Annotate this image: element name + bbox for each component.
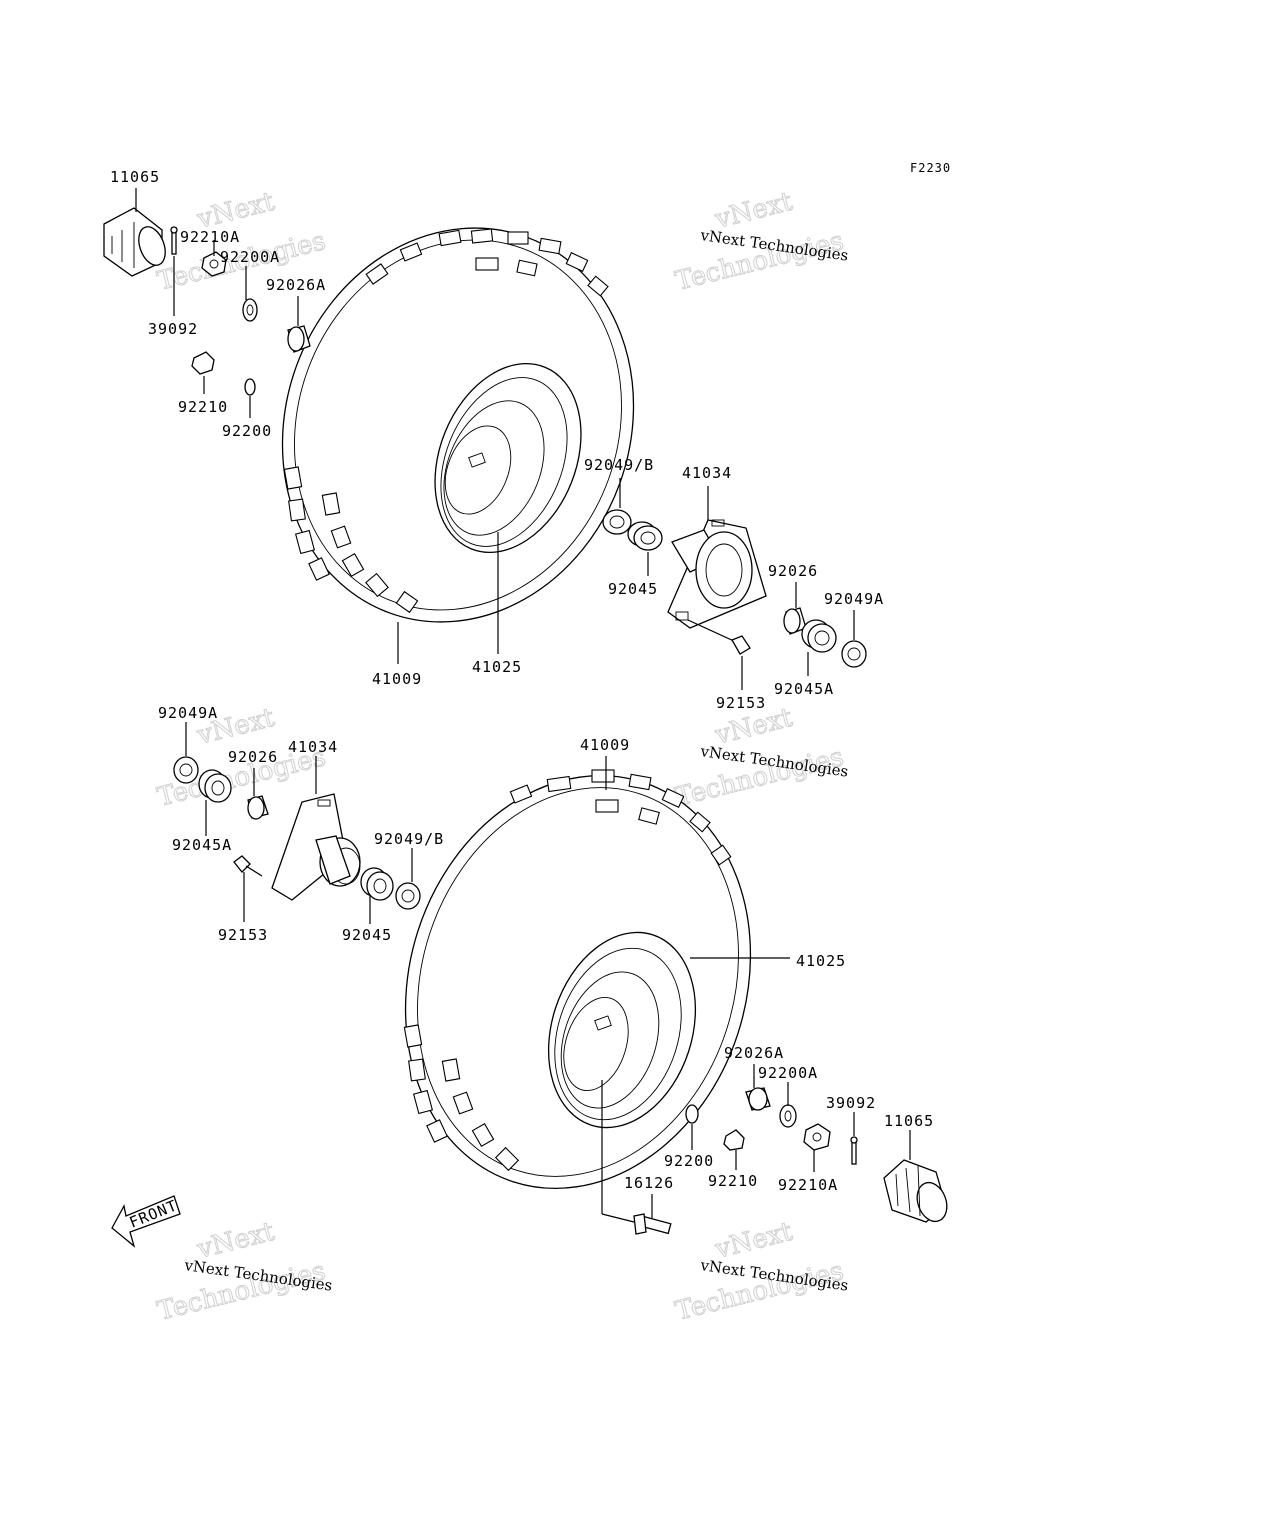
label-92045A-bottom: 92045A	[172, 836, 232, 854]
label-92210-bottom: 92210	[708, 1172, 758, 1190]
top-washer-92200	[244, 378, 256, 396]
top-washer-92200A	[242, 298, 258, 322]
top-castle-nut-92210A	[201, 251, 227, 277]
label-92210A-bottom: 92210A	[778, 1176, 838, 1194]
watermark-mid-right: vNext Technologies vNext Technologies	[672, 702, 850, 813]
part-labels: 11065 92210A 92200A 92026A 39092 92210 9…	[110, 168, 934, 1194]
bottom-bearing-92045	[360, 867, 394, 901]
top-oil-seal-92049B	[602, 509, 632, 535]
bottom-washer-92200A	[779, 1104, 797, 1128]
svg-text:vNext: vNext	[711, 1217, 795, 1265]
top-oil-seal-92049A	[841, 640, 867, 668]
label-92026-bottom: 92026	[228, 748, 278, 766]
label-92026A-top: 92026A	[266, 276, 326, 294]
top-rim	[434, 362, 582, 554]
bottom-tire-tread	[403, 769, 732, 1172]
bottom-castle-nut-92210A	[803, 1123, 831, 1151]
svg-text:vNext: vNext	[711, 187, 795, 235]
top-tire	[281, 227, 635, 623]
top-tire-tread	[283, 228, 609, 614]
figure-code: F2230	[910, 161, 951, 175]
label-92045-bottom: 92045	[342, 926, 392, 944]
bottom-tire	[403, 769, 752, 1190]
label-39092-top: 39092	[148, 320, 198, 338]
bottom-cotter-pin-39092	[850, 1136, 858, 1165]
label-41009-bottom: 41009	[580, 736, 630, 754]
top-cotter-pin-39092	[170, 226, 178, 255]
bottom-valve-16126	[633, 1213, 672, 1235]
top-bolt-92153	[687, 619, 751, 655]
label-11065-bottom: 11065	[884, 1112, 934, 1130]
top-bearing-92045A	[801, 619, 837, 653]
label-92049B-bottom: 92049/B	[374, 830, 444, 848]
top-nut-92210	[191, 351, 215, 375]
label-41009-top: 41009	[372, 670, 422, 688]
label-92210A-top: 92210A	[180, 228, 240, 246]
label-39092-bottom: 39092	[826, 1094, 876, 1112]
label-92049B-top: 92049/B	[584, 456, 654, 474]
label-92210-top: 92210	[178, 398, 228, 416]
label-92200-top: 92200	[222, 422, 272, 440]
label-92026A-bottom: 92026A	[724, 1044, 784, 1062]
bottom-collar-92026	[247, 795, 269, 820]
label-92153-bottom: 92153	[218, 926, 268, 944]
watermark-bottom-right: vNext Technologies vNext Technologies	[672, 1216, 850, 1327]
label-92045A-top: 92045A	[774, 680, 834, 698]
top-hub-cap-11065	[103, 207, 166, 277]
bottom-oil-seal-92049A	[173, 756, 199, 784]
label-92026-top: 92026	[768, 562, 818, 580]
label-92049A-top: 92049A	[824, 590, 884, 608]
label-41025-bottom: 41025	[796, 952, 846, 970]
front-arrow: FRONT	[111, 1195, 181, 1248]
label-11065-top: 11065	[110, 168, 160, 186]
bottom-hub-41034	[271, 793, 361, 901]
svg-text:FRONT: FRONT	[127, 1196, 180, 1231]
label-92200A-top: 92200A	[220, 248, 280, 266]
label-92200A-bottom: 92200A	[758, 1064, 818, 1082]
watermark-top-right: vNext Technologies vNext Technologies	[672, 186, 850, 297]
bottom-washer-92200	[685, 1104, 699, 1124]
watermark-bottom-left: vNext Technologies vNext Technologies	[154, 1216, 334, 1327]
label-92045-top: 92045	[608, 580, 658, 598]
bottom-collar-92026A	[745, 1087, 771, 1111]
top-hub-41034	[667, 519, 767, 629]
top-collar-92026A	[287, 325, 311, 353]
label-41034-top: 41034	[682, 464, 732, 482]
label-92200-bottom: 92200	[664, 1152, 714, 1170]
label-92049A-bottom: 92049A	[158, 704, 218, 722]
top-collar-92026	[783, 607, 807, 635]
label-41034-bottom: 41034	[288, 738, 338, 756]
label-16126-bottom: 16126	[624, 1174, 674, 1192]
bottom-nut-92210	[723, 1129, 745, 1151]
label-41025-top: 41025	[472, 658, 522, 676]
bottom-bolt-92153	[233, 855, 263, 877]
label-92153-top: 92153	[716, 694, 766, 712]
bottom-bearing-92045A	[198, 769, 232, 803]
top-bearing-92045	[627, 521, 663, 551]
svg-text:vNext: vNext	[193, 1217, 277, 1265]
leader-lines	[135, 188, 911, 1223]
bottom-oil-seal-92049B	[395, 882, 421, 910]
bottom-rim	[547, 931, 697, 1129]
bottom-hub-cap-11065	[883, 1159, 948, 1223]
